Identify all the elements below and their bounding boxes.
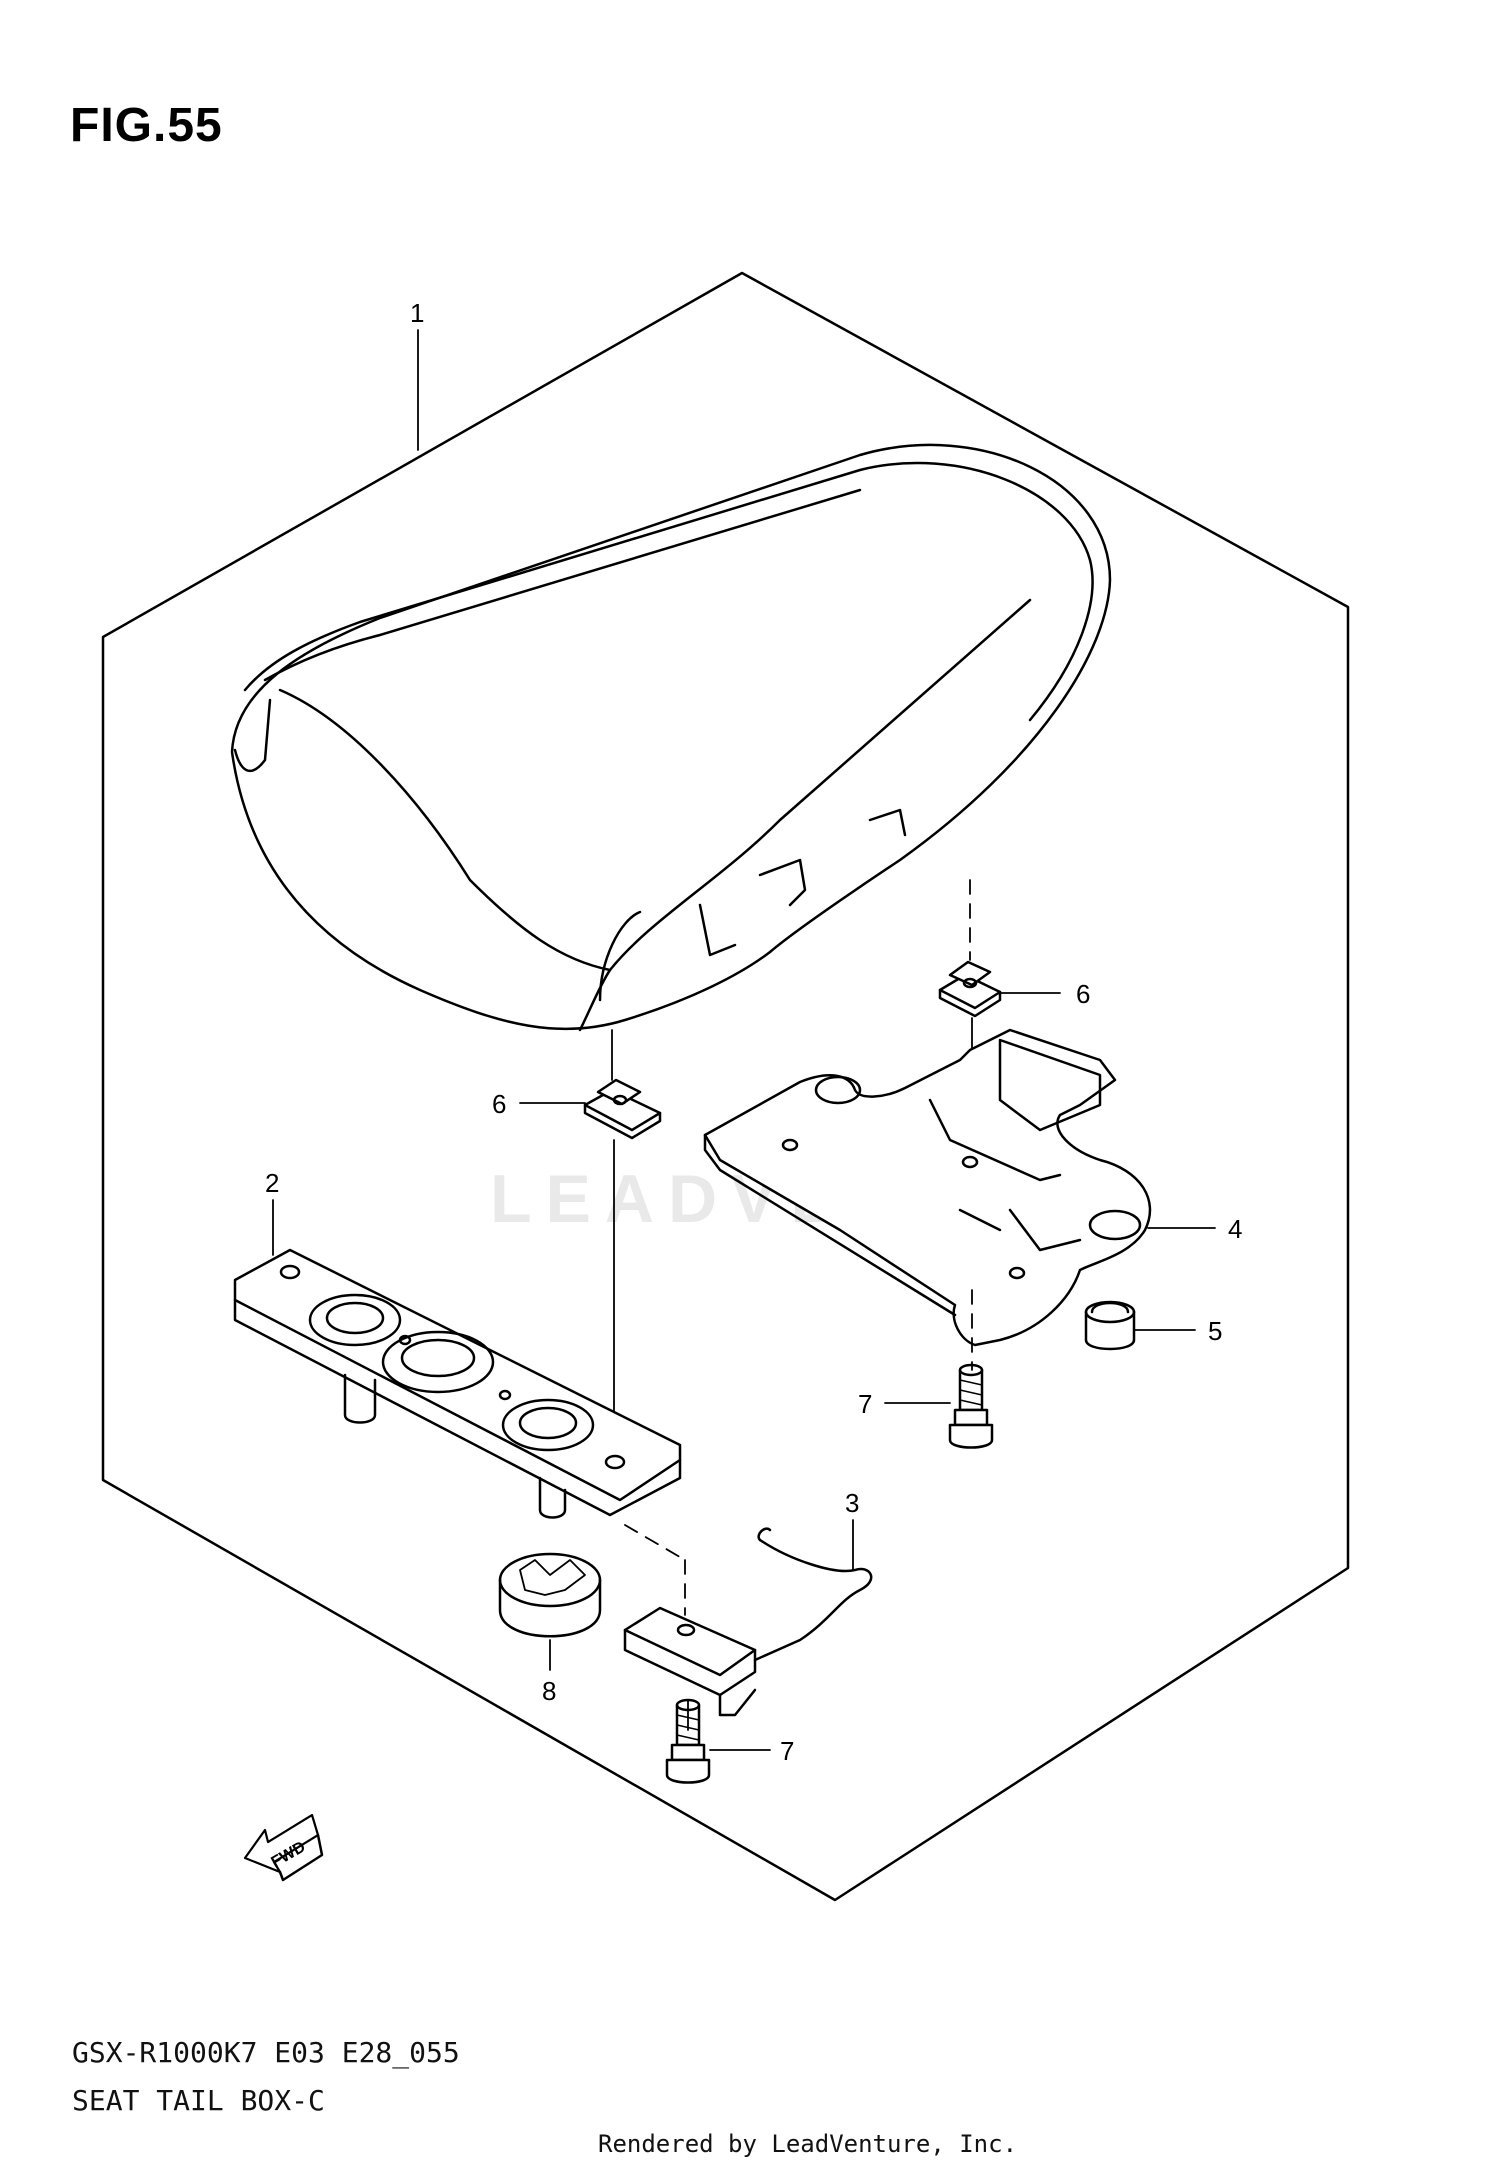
callout-5: 5: [1208, 1316, 1222, 1346]
callout-3: 3: [845, 1488, 859, 1518]
clip-part-3: [623, 1524, 873, 1731]
callout-7-upper: 7: [858, 1389, 872, 1419]
leader-lines: [272, 329, 1216, 1751]
callout-4: 4: [1228, 1214, 1242, 1244]
callout-6-upper: 6: [1076, 979, 1090, 1009]
clip-nut-part-6-left: [583, 1029, 662, 1461]
callout-1: 1: [410, 298, 424, 328]
damper-part-8: [498, 1552, 602, 1671]
seat-tail-cover-part: [230, 443, 1112, 1032]
clip-nut-part-6-upper: [938, 879, 1002, 1061]
callout-7-lower: 7: [780, 1736, 794, 1766]
section-name-caption: SEAT TAIL BOX-C: [72, 2084, 325, 2117]
bolt-part-7-lower: [665, 1698, 711, 1784]
bolt-part-7-upper: [948, 1363, 994, 1449]
rubber-cushion-part-5: [1084, 1300, 1136, 1351]
assembly-boundary: [101, 271, 1350, 1902]
seat-plate-part-2: [233, 1248, 682, 1519]
figure-title: FIG.55: [70, 99, 223, 152]
fwd-arrow-icon: [243, 1813, 324, 1882]
rendered-by-credit: Rendered by LeadVenture, Inc.: [598, 2130, 1018, 2158]
callout-6-left: 6: [492, 1089, 506, 1119]
bracket-part-4: [703, 1028, 1152, 1371]
callout-2: 2: [265, 1168, 279, 1198]
model-code-caption: GSX-R1000K7 E03 E28_055: [72, 2036, 460, 2069]
callout-8: 8: [542, 1676, 556, 1706]
